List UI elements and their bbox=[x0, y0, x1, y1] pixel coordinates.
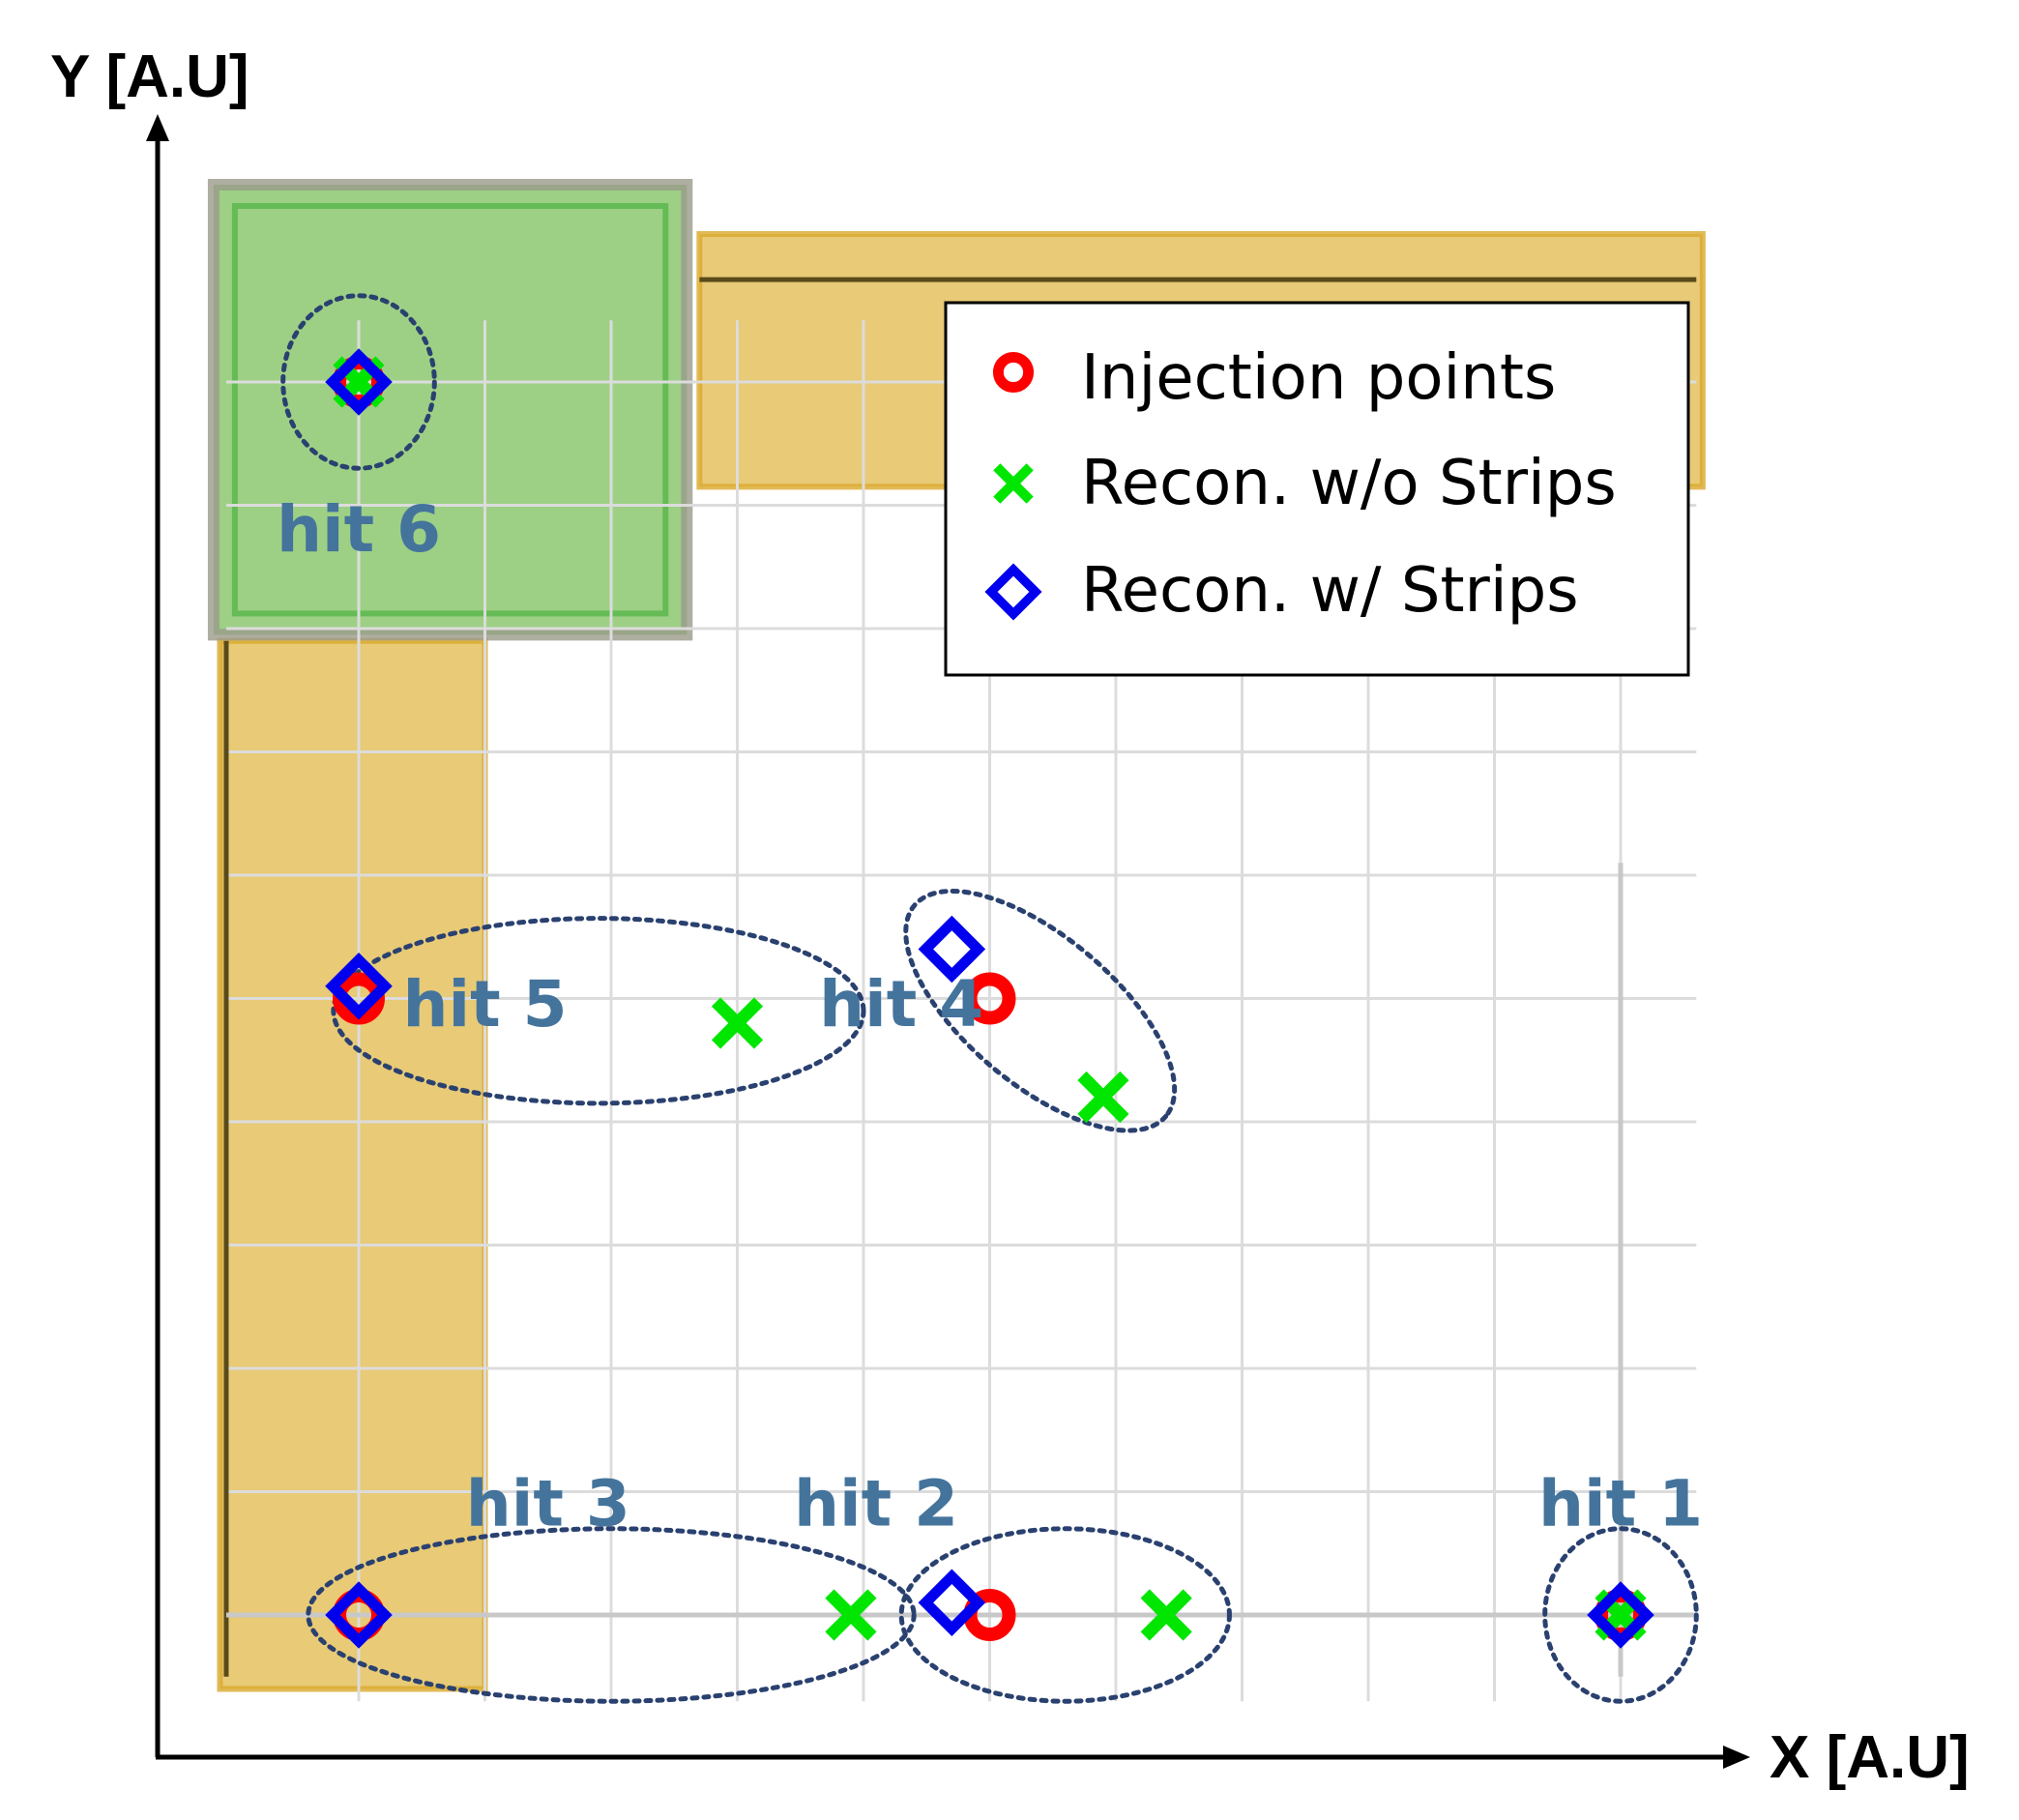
axes: Y [A.U] X [A.U] bbox=[50, 44, 1970, 1791]
hit-ellipse-6 bbox=[280, 293, 437, 471]
hit-label-4: hit 4 bbox=[819, 967, 983, 1042]
legend-markers bbox=[984, 351, 1042, 621]
region-corner-pad bbox=[207, 179, 693, 641]
legend-label-recon-with-strips: Recon. w/ Strips bbox=[1081, 555, 1579, 627]
region-corner-pad-inner bbox=[231, 203, 669, 617]
legend: Injection points Recon. w/o Strips Recon… bbox=[944, 301, 1690, 677]
x-marker-hit-3-stroke-b bbox=[825, 1589, 877, 1641]
x-marker-hit-5-stroke-b bbox=[711, 997, 764, 1049]
legend-label-injection: Injection points bbox=[1081, 342, 1556, 414]
x-marker-hit-2 bbox=[1140, 1589, 1192, 1641]
diamond-marker-hit-2 bbox=[918, 1569, 986, 1637]
hit-label-5: hit 5 bbox=[402, 967, 567, 1042]
legend-marker-circle bbox=[992, 351, 1035, 394]
legend-label-recon-without-strips: Recon. w/o Strips bbox=[1081, 448, 1617, 519]
legend-marker-x bbox=[993, 463, 1034, 504]
hit-label-2: hit 2 bbox=[794, 1466, 958, 1541]
x-axis-arrow bbox=[1723, 1746, 1750, 1769]
x-marker-hit-4 bbox=[1077, 1071, 1129, 1124]
legend-marker-x-stroke-b bbox=[993, 463, 1034, 504]
hit-label-6: hit 6 bbox=[277, 492, 441, 567]
circle-marker-hit-4 bbox=[963, 972, 1016, 1025]
diamond-marker-hit-4 bbox=[918, 915, 986, 983]
x-marker-hit-2-stroke-b bbox=[1140, 1589, 1192, 1641]
x-marker-hit-4-stroke-b bbox=[1077, 1071, 1129, 1124]
y-axis-arrow bbox=[146, 114, 169, 141]
diamond-marker-hit-5 bbox=[325, 952, 393, 1020]
hit-label-1: hit 1 bbox=[1538, 1466, 1703, 1541]
region-y-strip bbox=[217, 637, 488, 1692]
data-markers bbox=[325, 348, 1654, 1649]
hit-ellipse-1 bbox=[1542, 1526, 1699, 1704]
diamond-marker-hit-3 bbox=[325, 1581, 393, 1649]
hit-ellipse-4 bbox=[903, 888, 1178, 1133]
hit-ellipse-5 bbox=[331, 916, 866, 1106]
x-marker-hit-5 bbox=[711, 997, 764, 1049]
hit-label-3: hit 3 bbox=[466, 1466, 630, 1541]
hit-ellipses bbox=[280, 293, 1699, 1704]
diamond-marker-hit-1 bbox=[1587, 1581, 1654, 1649]
x-axis-label: X [A.U] bbox=[1770, 1724, 1970, 1791]
detector-regions bbox=[207, 179, 1706, 1692]
hit-labels: hit 1 hit 2 hit 3 hit 4 hit 5 hit 6 bbox=[277, 492, 1703, 1541]
legend-marker-diamond bbox=[984, 563, 1042, 621]
x-marker-hit-3 bbox=[825, 1589, 877, 1641]
hit-ellipse-2 bbox=[898, 1526, 1232, 1704]
diamond-marker-hit-6 bbox=[325, 348, 393, 416]
legend-box bbox=[944, 301, 1690, 677]
hit-ellipse-3 bbox=[306, 1526, 917, 1704]
y-axis-label: Y [A.U] bbox=[50, 44, 249, 110]
